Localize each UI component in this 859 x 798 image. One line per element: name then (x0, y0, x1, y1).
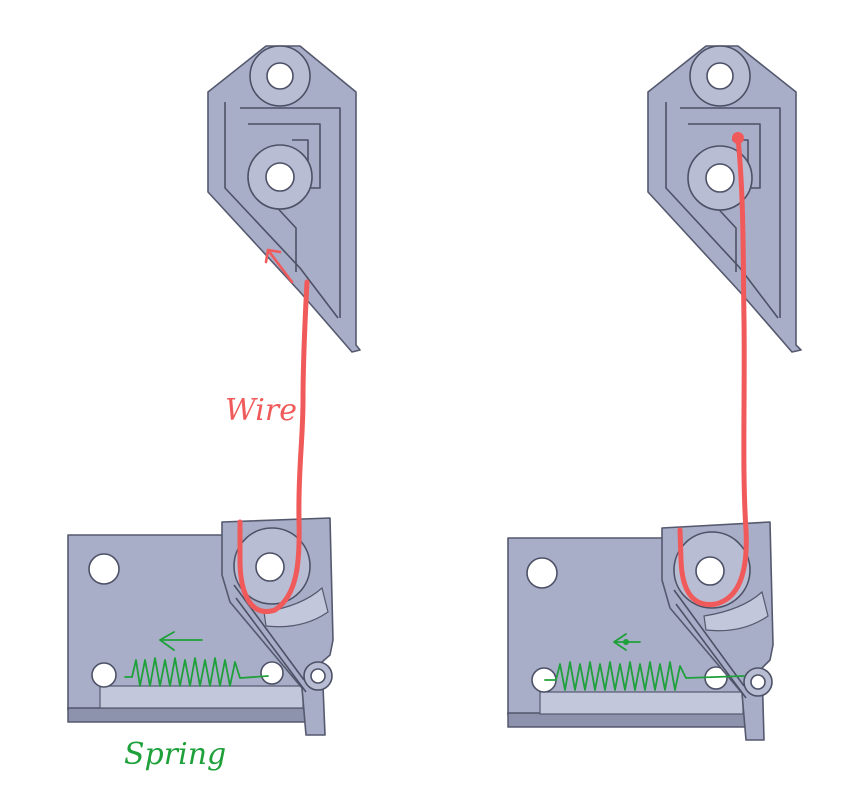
right-wire (677, 135, 749, 608)
left-base-rail (67, 707, 312, 723)
right-base-rail (507, 712, 752, 728)
right-base-assembly (507, 521, 774, 741)
right-spring (544, 661, 745, 691)
spring-arrow-dot (623, 639, 629, 645)
wire-label: Wire (225, 393, 297, 428)
wire-pull-arrow-icon (264, 248, 294, 284)
right-slider-block (539, 691, 744, 715)
left-base-assembly (67, 517, 334, 736)
right-wire-anchor (732, 132, 744, 144)
left-slider-block (99, 685, 304, 709)
right-upper-bracket (647, 45, 802, 353)
left-upper-bracket (207, 45, 361, 353)
right-assembly (507, 45, 802, 741)
left-spring (124, 657, 269, 687)
left-wire (237, 279, 310, 614)
spring-label: Spring (124, 737, 226, 772)
left-assembly (67, 45, 361, 736)
spring-direction-arrow-icon (159, 631, 203, 651)
